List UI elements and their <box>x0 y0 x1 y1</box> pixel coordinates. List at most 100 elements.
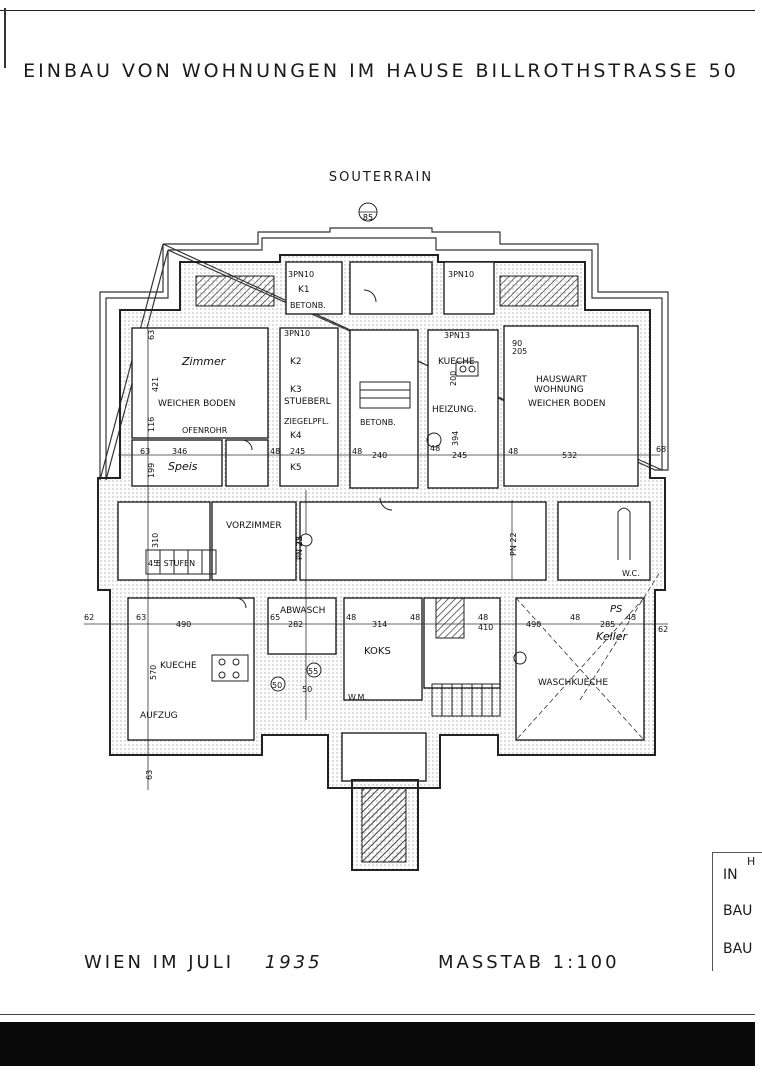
elevation-mark-label: 85 <box>363 213 373 222</box>
dim: 25 <box>295 536 304 546</box>
label-wohnung: WOHNUNG <box>534 385 584 395</box>
scan-black-bar <box>0 1022 755 1066</box>
label-weicher-boden-left: WEICHER BODEN <box>158 399 236 409</box>
dim: 421 <box>151 377 160 392</box>
dim: 200 <box>449 371 458 386</box>
dimension-lines <box>84 328 668 790</box>
label-zimmer: Zimmer <box>181 355 227 368</box>
dim: 3PN10 <box>448 270 474 279</box>
dim: 490 <box>526 620 541 629</box>
label-weicher-boden-right: WEICHER BODEN <box>528 399 606 409</box>
label-wm: W.M. <box>348 693 367 702</box>
label-wc: W.C. <box>622 569 640 578</box>
dim: 3PN10 <box>288 270 314 279</box>
dim: 240 <box>372 451 387 460</box>
label-betonb-top: BETONB. <box>290 301 326 310</box>
label-koks: KOKS <box>364 646 391 657</box>
dim: 310 <box>151 533 160 548</box>
side-box-line4: BAU <box>723 941 753 957</box>
dim: 63 <box>145 770 154 780</box>
dim: 205 <box>512 347 527 356</box>
dim: 63 <box>140 447 150 456</box>
place-date: WIEN IM JULI 1935 <box>84 952 323 973</box>
label-stufen: 5 STUFEN <box>156 559 195 568</box>
label-k2: K2 <box>290 357 302 367</box>
label-keller: Keller <box>596 630 628 643</box>
elevation-marker: 85 <box>358 202 378 222</box>
dim: 48 <box>570 613 580 622</box>
label-kueche-bottom: KUECHE <box>160 661 197 671</box>
dim: 62 <box>658 625 668 634</box>
place-date-text: WIEN IM JULI <box>84 952 235 973</box>
dim: 199 <box>147 463 156 478</box>
dim: 285 <box>600 620 615 629</box>
door-swings <box>235 289 393 609</box>
side-box-line3: BAU <box>723 903 753 919</box>
dim: 245 <box>290 447 305 456</box>
dim: 116 <box>147 417 156 432</box>
dim: 3PN13 <box>444 331 470 340</box>
dimension-labels: 3PN10 3PN10 3PN10 3PN13 63 421 116 346 6… <box>84 270 668 780</box>
floor-label: SOUTERRAIN <box>328 170 434 185</box>
dim: 490 <box>176 620 191 629</box>
stairs <box>145 381 631 717</box>
dim: 532 <box>562 451 577 460</box>
bottom-rule <box>0 1014 755 1015</box>
label-k4: K4 <box>290 431 302 441</box>
dim: 394 <box>451 431 460 446</box>
title-block-fragment: H IN BAU BAU <box>712 852 762 971</box>
label-stueberl: STUEBERL <box>284 397 331 407</box>
dim: 90 <box>512 339 522 348</box>
top-border-line <box>0 10 755 11</box>
dim: 48 <box>410 613 420 622</box>
dim: 50 <box>272 681 282 690</box>
label-k3: K3 <box>290 385 302 395</box>
dim: 50 <box>302 685 312 694</box>
label-ofenrohr: OFENROHR <box>182 426 228 435</box>
label-pn22-right: PN 22 <box>509 532 518 556</box>
dim: 55 <box>308 667 318 676</box>
label-kueche-top: KUECHE <box>438 357 475 367</box>
dim: 570 <box>149 665 158 680</box>
label-k1: K1 <box>298 285 310 295</box>
dim: 245 <box>452 451 467 460</box>
dim: 3PN10 <box>284 329 310 338</box>
dim: 63 <box>136 613 146 622</box>
dim: 314 <box>372 620 387 629</box>
small-markers <box>270 533 322 692</box>
dim: 45 <box>148 559 158 568</box>
dim: 48 <box>346 613 356 622</box>
waschkueche-diagonals <box>515 571 661 741</box>
drawing-title: EINBAU VON WOHNUNGEN IM HAUSE BILLROTHST… <box>23 60 739 82</box>
label-hauswart: HAUSWART <box>536 375 587 385</box>
room-labels: Zimmer WEICHER BODEN OFENROHR Speis K1 B… <box>140 285 640 721</box>
label-ps: PS <box>610 604 623 615</box>
side-box-line1: H <box>747 855 756 868</box>
year: 1935 <box>264 952 323 973</box>
label-k5: K5 <box>290 463 302 473</box>
dim: 48 <box>352 447 362 456</box>
dim: 48 <box>270 447 280 456</box>
scale-label: MASSTAB 1:100 <box>438 952 620 973</box>
stove-burners <box>211 361 527 682</box>
dim: 410 <box>478 623 493 632</box>
dim: 63 <box>147 330 156 340</box>
dim: 282 <box>288 620 303 629</box>
dim: 346 <box>172 447 187 456</box>
label-ziegelpfl: ZIEGELPFL. <box>284 417 329 426</box>
dim: 62 <box>84 613 94 622</box>
room-interiors <box>117 261 651 782</box>
label-heizung: HEIZUNG. <box>432 405 476 415</box>
label-speis: Speis <box>168 460 198 473</box>
label-aufzug: AUFZUG <box>140 711 178 721</box>
dim: 65 <box>270 613 280 622</box>
dim: 43 <box>626 613 636 622</box>
label-waschkueche: WASCHKUECHE <box>538 678 608 688</box>
dim: 68 <box>656 445 666 454</box>
label-abwasch: ABWASCH <box>280 606 325 616</box>
dim: 48 <box>478 613 488 622</box>
label-vorzimmer: VORZIMMER <box>226 521 282 531</box>
side-box-line2: IN <box>723 867 738 883</box>
left-margin-mark <box>4 8 6 68</box>
